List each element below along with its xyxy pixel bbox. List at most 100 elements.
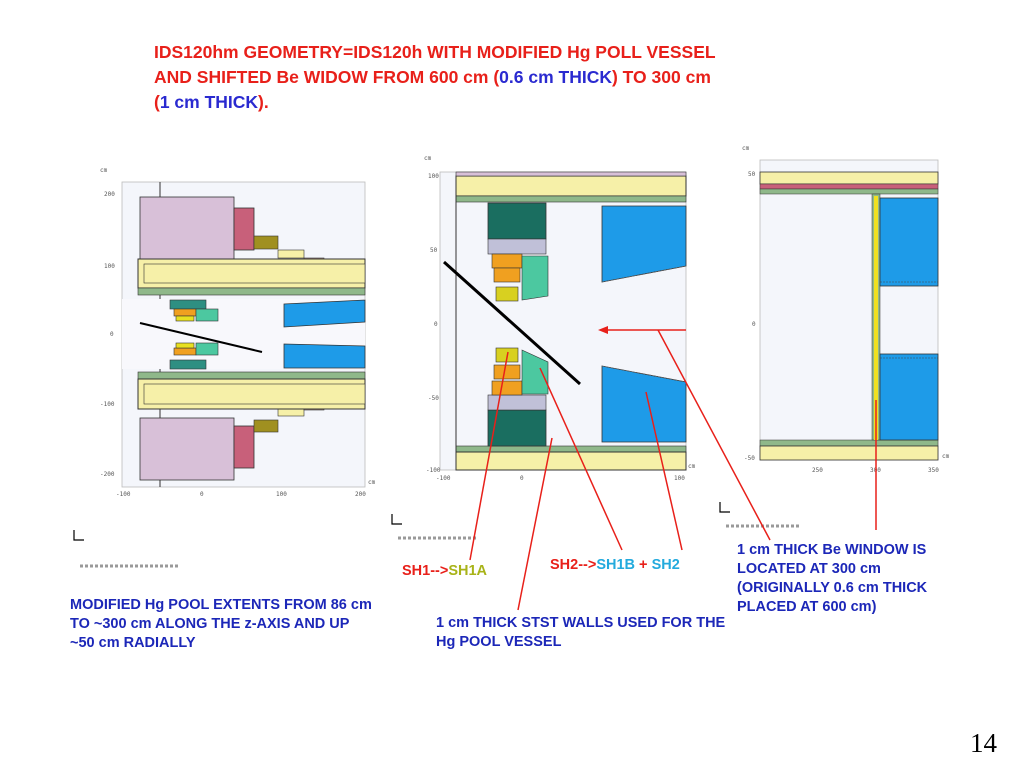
plot3-xtick-2: 350 <box>928 467 939 474</box>
plot3-blue-block-top <box>879 197 939 287</box>
plot3-unit-y: cm <box>742 145 750 152</box>
plot1-outer-block-bottom <box>139 417 235 481</box>
plot-full-geometry: cm 200 100 0 -100 -200 -100 0 100 200 cm <box>73 167 376 568</box>
plot2-teal-block-top <box>487 202 547 240</box>
plot1-rose-block-top <box>233 207 255 251</box>
plot1-blue-block-top <box>283 299 366 328</box>
plot1-yellow-top <box>175 315 195 322</box>
plot2-orange-top <box>491 253 523 269</box>
plot2-red-arrowhead <box>598 326 608 334</box>
slide-title: IDS120hm GEOMETRY=IDS120h WITH MODIFIED … <box>154 40 874 115</box>
plot1-cyan-bottom <box>195 342 219 356</box>
plot2-yellow-band-bottom <box>455 451 687 471</box>
plot2-ytick-1: 50 <box>430 247 438 254</box>
plot2-xtick-0: -100 <box>436 475 451 482</box>
title-line-3-open: ( <box>154 92 160 112</box>
plot1-unit-x: cm <box>368 479 376 486</box>
plot1-olive-block-bottom <box>253 419 279 433</box>
plot1-rose-block-bottom <box>233 425 255 469</box>
plot2-taper-top <box>601 265 687 283</box>
plot2-ytick-2: 0 <box>434 321 438 328</box>
plot1-cyan-top <box>195 308 219 322</box>
title-line-3-close: ). <box>258 92 269 112</box>
plot1-olive-block-top <box>253 235 279 250</box>
label-sh1: SH1-->SH1A <box>402 562 487 581</box>
plot2-cyan-top <box>521 255 549 301</box>
plot2-orange-bottom <box>491 380 523 396</box>
plot3-blue-block-bottom <box>879 353 939 441</box>
plot3-green-strip-top <box>759 188 939 195</box>
plot1-outer-block-top <box>139 196 235 260</box>
plot2-unit-x: cm <box>688 463 696 470</box>
plot1-axes-glyph <box>73 530 84 541</box>
plot1-green-strip-bottom <box>137 371 366 380</box>
plot1-ytick-3: -100 <box>100 401 115 408</box>
plot1-xtick-2: 100 <box>276 491 287 498</box>
plot1-blue-block-bottom <box>283 343 366 369</box>
plot2-xtick-1: 0 <box>520 475 524 482</box>
label-be-window: 1 cm THICK Be WINDOW IS LOCATED AT 300 c… <box>737 542 928 615</box>
title-line-1: IDS120hm GEOMETRY=IDS120h WITH MODIFIED … <box>154 42 716 62</box>
plot1-ytick-0: 200 <box>104 191 115 198</box>
plot2-orange-top-2 <box>493 267 521 283</box>
title-line-2: AND SHIFTED Be WIDOW FROM 600 cm (0.6 cm… <box>154 65 874 90</box>
plot3-yellow-band-top <box>759 171 939 185</box>
plot3-green-strip-bottom <box>759 439 939 447</box>
label-sh2-plus: + <box>635 557 652 573</box>
label-stst-walls: 1 cm THICK STST WALLS USED FOR THE Hg PO… <box>436 615 726 650</box>
plot3-axes-glyph <box>719 502 730 513</box>
plot1-step-1 <box>277 249 305 259</box>
plot2-unit-y: cm <box>424 155 432 162</box>
plot-be-window: cm 50 0 -50 250 300 350 cm <box>719 145 950 528</box>
plot1-unit-y: cm <box>100 167 108 174</box>
plot2-beam-line <box>442 260 582 386</box>
plot3-yellow-band-bottom <box>759 445 939 461</box>
plot1-green-strip-top <box>137 287 366 296</box>
label-sh2-prefix: SH2--> <box>550 557 597 573</box>
plot3-unit-x: cm <box>942 453 950 460</box>
callout-lines <box>469 329 877 611</box>
title-line-2-start: AND SHIFTED Be WIDOW FROM 600 cm ( <box>154 67 500 87</box>
pointer-hg-pool-extent <box>657 329 771 541</box>
plot3-be-window <box>874 196 878 440</box>
plot2-ytick-4: -100 <box>426 467 441 474</box>
plot2-taper-bottom <box>601 365 687 383</box>
plot2-teal-block-bottom <box>487 409 547 447</box>
plot2-pink-strip-top <box>455 171 687 177</box>
plot1-ytick-1: 100 <box>104 263 115 270</box>
plot2-grey-block-bottom <box>487 394 547 411</box>
plot1-xtick-0: -100 <box>116 491 131 498</box>
plot1-orange-bottom <box>173 347 197 356</box>
plot3-ytick-0: 50 <box>748 171 756 178</box>
title-new-thickness: 1 cm THICK <box>159 92 259 112</box>
plot1-yellow-band-bottom-inner <box>143 383 366 405</box>
plot3-ytick-2: -50 <box>744 455 755 462</box>
plot2-xtick-2: 100 <box>674 475 685 482</box>
title-line-3: (1 cm THICK). <box>154 90 874 115</box>
plot1-xtick-1: 0 <box>200 491 204 498</box>
plot2-axes-glyph <box>391 514 402 525</box>
label-sh1-prefix: SH1--> <box>402 563 449 579</box>
label-sh1a: SH1A <box>448 563 488 579</box>
plot1-teal-bottom <box>169 359 207 370</box>
label-sh1b: SH1B <box>596 557 636 573</box>
plot2-yellow-band-top <box>455 175 687 197</box>
plot2-ytick-0: 100 <box>428 173 439 180</box>
plot3-xtick-0: 250 <box>812 467 823 474</box>
label-hg-pool-extent: MODIFIED Hg POOL EXTENTS FROM 86 cm TO ~… <box>70 597 372 651</box>
plot1-beam-line <box>139 322 263 353</box>
plot2-green-strip-top <box>455 195 687 203</box>
plot1-teal-top <box>169 299 207 310</box>
pointer-sh1a <box>469 351 509 561</box>
plot2-cyan-bottom <box>521 349 549 395</box>
plot1-yellow-bottom <box>175 342 195 349</box>
plot2-orange-bottom-2 <box>493 364 521 380</box>
page-number: 14 <box>970 728 997 758</box>
label-sh2: SH2-->SH1B + SH2 <box>550 556 680 575</box>
label-sh2-name: SH2 <box>651 557 680 573</box>
title-line-2-end: ) TO 300 cm <box>611 67 711 87</box>
plot3-ytick-1: 0 <box>752 321 756 328</box>
plot1-ytick-2: 0 <box>110 331 114 338</box>
plot1-ytick-4: -200 <box>100 471 115 478</box>
